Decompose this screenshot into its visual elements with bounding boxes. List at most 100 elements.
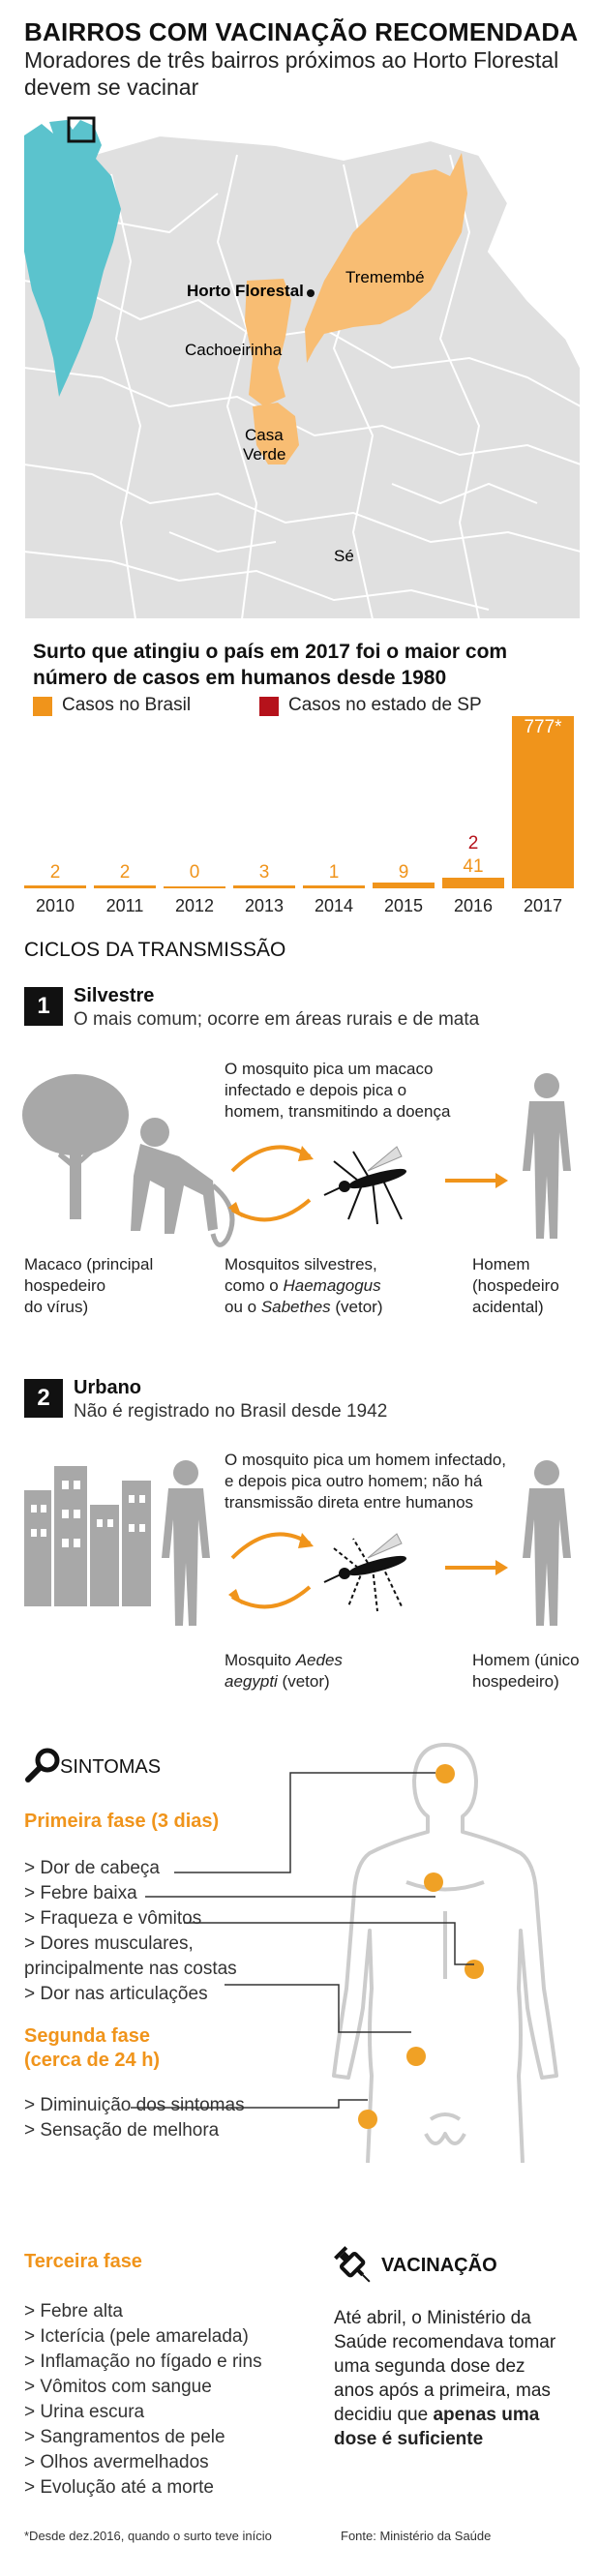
value-label-sp-2016: 2 <box>468 833 479 854</box>
man-icon-2 <box>162 1460 210 1626</box>
list-item: > Inflamação no fígado e rins <box>24 2351 262 2372</box>
chart-title: Surto que atingiu o país em 2017 foi o m… <box>33 641 508 689</box>
cycle-1-mosquito-caption: Mosquitos silvestres, como o Haemagogus … <box>225 1255 383 1316</box>
bar-brasil-2010 <box>24 885 86 887</box>
bar-brasil-2016 <box>442 878 504 887</box>
bar-brasil-2011 <box>94 885 156 887</box>
tick-label-2017: 2017 <box>524 896 562 915</box>
vaccination-text: Até abril, o Ministério da Saúde recomen… <box>334 2308 556 2449</box>
cycle-2-note: O mosquito pica um homem infectado, e de… <box>225 1451 507 1512</box>
cycle-1-title: Silvestre <box>74 985 155 1006</box>
list-item: principalmente nas costas <box>24 1959 237 1979</box>
page-subtitle: Moradores de três bairros próximos ao Ho… <box>24 47 559 100</box>
label-casa-1: Casa <box>245 426 284 444</box>
tick-label-2016: 2016 <box>454 896 493 915</box>
list-item: > Dor de cabeça <box>24 1858 160 1878</box>
cycle-1-man-caption: Homem (hospedeiro acidental) <box>472 1255 559 1316</box>
list-item: > Evolução até a morte <box>24 2477 214 2498</box>
cycle-2-man-caption: Homem (único hospedeiro) <box>472 1651 580 1691</box>
phase-1-list: > Dor de cabeça > Febre baixa > Fraqueza… <box>24 1856 237 2007</box>
source: Fonte: Ministério da Saúde <box>341 2529 492 2543</box>
bar-brasil-2014 <box>303 885 365 887</box>
phase-3-list: > Febre alta > Icterícia (pele amarelada… <box>24 2299 262 2501</box>
connector-lines <box>131 1772 474 2109</box>
syringe-icon <box>334 2246 371 2283</box>
cycle-2-title: Urbano <box>74 1377 141 1398</box>
list-item: > Febre baixa <box>24 1883 137 1903</box>
tree-icon <box>22 1074 129 1219</box>
cycle-2-desc: Não é registrado no Brasil desde 1942 <box>74 1401 388 1422</box>
list-item: > Olhos avermelhados <box>24 2452 209 2472</box>
value-label-brasil-2015: 9 <box>399 862 409 883</box>
value-label-brasil-2017: 777* <box>524 717 562 737</box>
list-item: > Diminuição dos sintomas <box>24 2095 245 2115</box>
tick-label-2010: 2010 <box>36 896 75 915</box>
vaccination-heading: VACINAÇÃO <box>381 2255 497 2276</box>
label-se: Sé <box>334 547 354 565</box>
phase-1-heading: Primeira fase (3 dias) <box>24 1811 220 1832</box>
neighborhood-map: Horto Florestal Tremembé Cachoeirinha Ca… <box>24 116 581 619</box>
horto-florestal-marker <box>307 289 315 297</box>
bar-brasil-2013 <box>233 885 295 887</box>
phase-2-list: > Diminuição dos sintomas > Sensação de … <box>24 2093 245 2143</box>
tick-label-2013: 2013 <box>245 896 284 915</box>
label-tremembe: Tremembé <box>345 268 425 286</box>
bar-brasil-2015 <box>373 883 435 887</box>
symptoms-heading: SINTOMAS <box>60 1756 162 1778</box>
list-item: > Dores musculares, <box>24 1933 194 1954</box>
label-casa-2: Verde <box>243 445 285 464</box>
inset-locator-box <box>67 116 96 143</box>
legend-swatch-sp <box>259 697 279 716</box>
arrow-to-man-2 <box>230 1585 312 1609</box>
list-item: > Dor nas articulações <box>24 1984 208 2004</box>
mosquito-icon <box>323 1146 407 1225</box>
page-title: BAIRROS COM VACINAÇÃO RECOMENDADA <box>24 17 579 46</box>
footnote: *Desde dez.2016, quando o surto teve iní… <box>24 2529 272 2543</box>
value-label-brasil-2014: 1 <box>329 862 340 883</box>
tremembe-area <box>305 153 467 363</box>
list-item: > Sangramentos de pele <box>24 2427 225 2447</box>
cycle-2-mosquito-caption: Mosquito Aedes aegypti (vetor) <box>225 1651 343 1691</box>
list-item: > Febre alta <box>24 2301 123 2321</box>
tick-label-2012: 2012 <box>175 896 214 915</box>
man-icon-3 <box>523 1460 571 1626</box>
value-label-brasil-2013: 3 <box>259 862 270 883</box>
cycles-heading: CICLOS DA TRANSMISSÃO <box>24 939 286 961</box>
cycle-1-desc: O mais comum; ocorre em áreas rurais e d… <box>74 1009 480 1030</box>
cycle-2-number: 2 <box>24 1379 63 1418</box>
cycle-1-monkey-caption: Macaco (principal hospedeiro do vírus) <box>24 1255 154 1316</box>
phase-2-heading: Segunda fase (cerca de 24 h) <box>24 2025 161 2071</box>
cycle-2-illustration <box>24 1460 571 1626</box>
casa-verde-area <box>253 403 299 464</box>
monkey-icon <box>131 1118 235 1247</box>
value-label-brasil-2011: 2 <box>120 862 131 883</box>
legend-label-sp: Casos no estado de SP <box>288 695 482 715</box>
cachoeirinha-area <box>245 279 291 406</box>
list-item: > Icterícia (pele amarelada) <box>24 2326 249 2347</box>
magnifier-icon <box>25 1748 60 1782</box>
tick-label-2014: 2014 <box>315 896 353 915</box>
arrow-to-mosquito <box>230 1145 312 1173</box>
aedes-mosquito-icon <box>323 1533 407 1612</box>
arrow-to-monkey <box>230 1198 312 1222</box>
legend-swatch-brasil <box>33 697 52 716</box>
list-item: > Vômitos com sangue <box>24 2377 212 2397</box>
tick-label-2011: 2011 <box>106 896 144 915</box>
cycle-1-illustration <box>22 1073 571 1247</box>
buildings-icon <box>24 1466 151 1606</box>
label-horto: Horto Florestal <box>187 282 304 300</box>
list-item: > Urina escura <box>24 2402 145 2422</box>
cycle-1-number: 1 <box>24 987 63 1026</box>
sao-paulo-inset <box>24 120 121 397</box>
phase-3-heading: Terceira fase <box>24 2251 142 2272</box>
legend-label-brasil: Casos no Brasil <box>62 695 192 715</box>
cycle-1-note: O mosquito pica um macaco infectado e de… <box>225 1060 451 1121</box>
arrow-to-mosquito-2 <box>230 1532 312 1560</box>
value-label-brasil-2010: 2 <box>50 862 61 883</box>
bar-brasil-2017 <box>512 716 574 887</box>
tick-label-2015: 2015 <box>384 896 423 915</box>
list-item: > Sensação de melhora <box>24 2120 220 2141</box>
list-item: > Fraqueza e vômitos <box>24 1908 202 1929</box>
cases-bar-chart: 2201022011020123201312014920154122016777… <box>24 716 574 915</box>
value-label-brasil-2016: 41 <box>463 856 483 877</box>
